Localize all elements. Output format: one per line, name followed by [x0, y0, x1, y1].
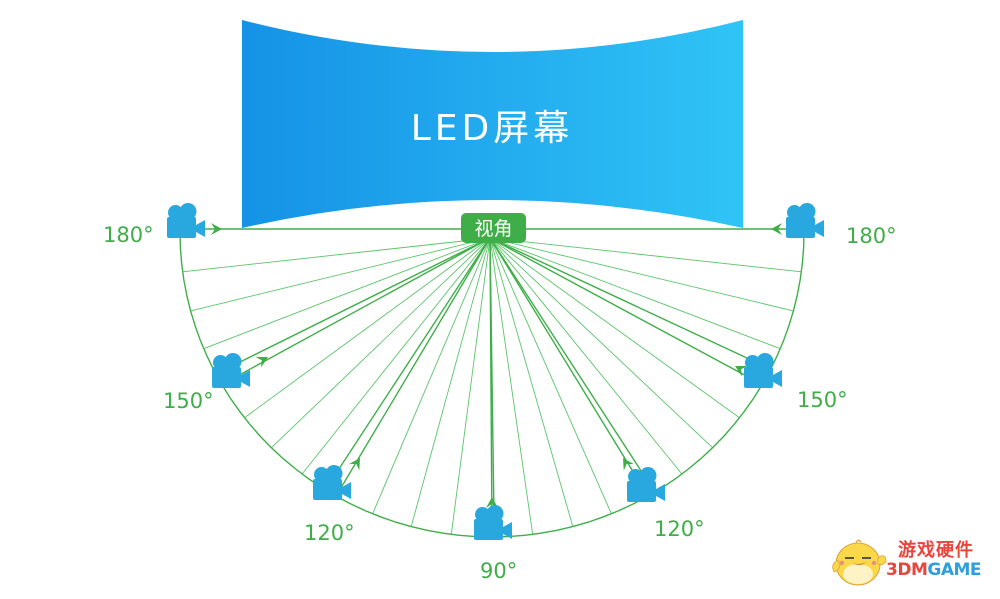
watermark-en-text: 3DMGAME — [886, 560, 981, 580]
angle-label-left-120: 120° — [304, 521, 355, 545]
fan-ray — [182, 237, 491, 273]
angle-label-center-90: 90° — [480, 559, 517, 583]
camera-icon-center-90 — [474, 505, 512, 540]
fan-ray — [244, 237, 491, 419]
fan-rays — [182, 237, 802, 538]
fan-ray — [489, 237, 612, 514]
arrowhead-icon — [255, 356, 268, 368]
camera-sight-line — [489, 237, 765, 367]
viewing-angle-badge: 视角 — [461, 213, 526, 243]
fan-ray — [221, 237, 491, 386]
arrowhead-icon — [735, 365, 748, 377]
camera-icon-right-150 — [744, 353, 782, 388]
fan-ray — [410, 237, 491, 527]
fan-ray — [372, 237, 491, 514]
fan-ray — [489, 237, 683, 475]
angle-label-right-150: 150° — [797, 388, 848, 412]
direction-arrows — [211, 223, 782, 519]
fan-ray — [489, 237, 713, 449]
watermark-logo: 游戏硬件 3DMGAME — [828, 530, 988, 590]
fan-ray — [450, 237, 491, 535]
camera-sight-line — [231, 237, 491, 367]
fan-ray — [489, 237, 740, 419]
fan-ray — [271, 237, 491, 449]
angle-label-right-120: 120° — [654, 517, 705, 541]
chick-mascot-icon — [832, 539, 887, 586]
camera-icon-right-120 — [627, 467, 665, 502]
angle-label-left-180: 180° — [103, 223, 154, 247]
arrowhead-icon — [211, 223, 222, 235]
fan-ray — [335, 237, 491, 497]
angle-label-right-180: 180° — [846, 224, 897, 248]
watermark-game: GAME — [927, 560, 981, 580]
fan-ray — [489, 237, 794, 312]
camera-sight-line — [332, 237, 491, 479]
fan-ray — [489, 237, 649, 497]
fan-ray — [190, 237, 491, 312]
camera-icon-left-180 — [167, 203, 205, 238]
screen-title: LED屏幕 — [411, 108, 574, 149]
camera-sight-line — [489, 237, 648, 481]
camera-icon-left-150 — [212, 353, 250, 388]
fan-ray — [203, 237, 491, 350]
watermark-cn-text: 游戏硬件 — [898, 540, 974, 561]
led-screen — [242, 20, 743, 228]
camera-icon-right-180 — [786, 203, 824, 238]
arrowhead-icon — [771, 223, 782, 235]
fan-ray — [489, 237, 763, 386]
fan-ray — [489, 237, 781, 350]
watermark-3dm: 3DM — [886, 560, 928, 580]
angle-label-left-150: 150° — [163, 389, 214, 413]
fan-ray — [489, 237, 574, 527]
camera-icon-left-120 — [313, 465, 351, 500]
fan-ray — [301, 237, 491, 475]
camera-sight-line — [489, 237, 495, 519]
badge-label: 视角 — [474, 218, 512, 240]
cameras — [167, 203, 824, 540]
fan-ray — [489, 237, 802, 273]
fan-ray — [489, 237, 534, 535]
arrowhead-icon — [623, 458, 634, 471]
arrowhead-icon — [349, 458, 360, 471]
